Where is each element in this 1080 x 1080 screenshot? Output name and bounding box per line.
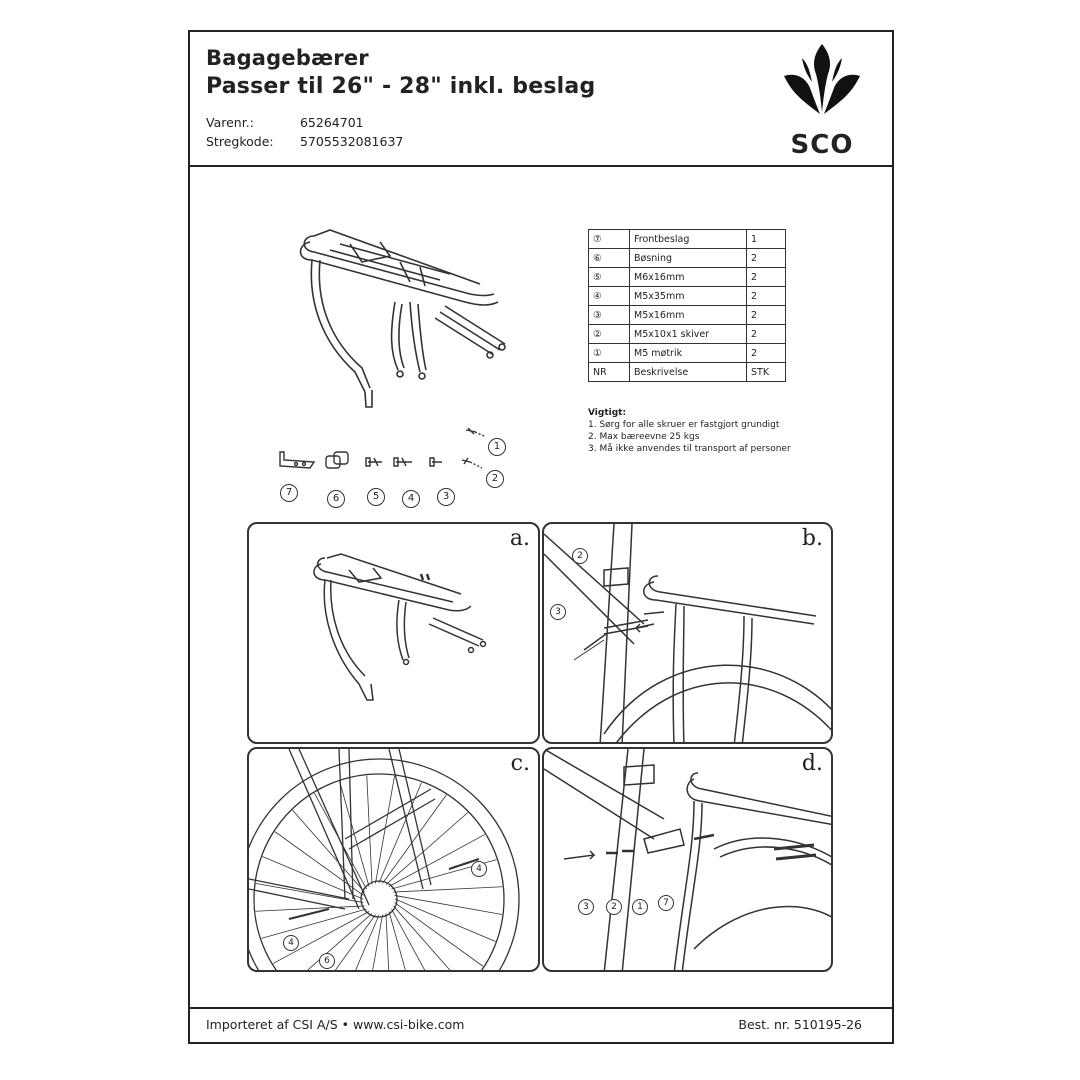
- callout-3: 3: [437, 488, 455, 506]
- step-panel-c: c. 4 4 6: [247, 747, 540, 972]
- callout-1: 1: [488, 438, 506, 456]
- bolt-m5x35-shape: [393, 457, 412, 467]
- brand-name: SCO: [790, 130, 854, 160]
- panel-c-label: c.: [510, 751, 530, 776]
- item-number-value: 65264701: [299, 115, 364, 130]
- parts-cell-desc: Bøsning: [629, 248, 747, 268]
- panel-c-callout-6: 6: [319, 953, 335, 969]
- washer-shape: [461, 457, 471, 465]
- callout-2: 2: [486, 470, 504, 488]
- callout-6: 6: [327, 490, 345, 508]
- parts-cell-qty: 2: [746, 248, 786, 268]
- importer-info: Importeret af CSI A/S • www.csi-bike.com: [206, 1017, 465, 1032]
- parts-cell-nr: ②: [588, 324, 630, 344]
- product-title: Bagagebærer: [206, 46, 369, 70]
- panel-d-callout-3: 3: [578, 899, 594, 915]
- parts-cell-nr: ④: [588, 286, 630, 306]
- header: Bagagebærer Passer til 26" - 28" inkl. b…: [190, 32, 892, 167]
- item-number-row: Varenr.: 65264701: [206, 115, 364, 130]
- sco-logo: SCO: [782, 42, 862, 160]
- panel-c-callout-4a: 4: [283, 935, 299, 951]
- parts-cell-nr: ③: [588, 305, 630, 325]
- small-parts-drawing: [279, 427, 485, 469]
- notes-heading: Vigtigt:: [588, 408, 627, 418]
- parts-cell-desc: M5x10x1 skiver: [629, 324, 747, 344]
- step-panel-a: a.: [247, 522, 540, 744]
- parts-cell-nr: ⑥: [588, 248, 630, 268]
- sco-flame-icon: [784, 44, 860, 114]
- panel-b-callout-2: 2: [572, 548, 588, 564]
- rack-overview-drawing: [299, 229, 506, 408]
- product-subtitle: Passer til 26" - 28" inkl. beslag: [206, 74, 596, 99]
- panel-c-callout-4b: 4: [471, 861, 487, 877]
- barcode-value: 5705532081637: [299, 134, 404, 149]
- panel-d-label: d.: [801, 751, 823, 776]
- panel-b-label: b.: [801, 526, 823, 551]
- rack-drawing-a: [313, 553, 487, 701]
- front-bracket-shape: [279, 451, 316, 469]
- panel-b-callout-3: 3: [550, 604, 566, 620]
- step-panel-b: b. 2 3: [542, 522, 833, 744]
- parts-cell-desc: Beskrivelse: [629, 362, 747, 382]
- seatpost-drawing-d: [544, 749, 831, 970]
- parts-cell-nr: NR: [588, 362, 630, 382]
- parts-cell-nr: ⑤: [588, 267, 630, 287]
- parts-cell-qty: 2: [746, 286, 786, 306]
- panel-d-callout-7: 7: [658, 895, 674, 911]
- parts-cell-desc: Frontbeslag: [629, 229, 747, 249]
- callout-7: 7: [280, 484, 298, 502]
- item-number-label: Varenr.:: [206, 115, 254, 130]
- parts-cell-nr: ⑦: [588, 229, 630, 249]
- parts-cell-nr: ①: [588, 343, 630, 363]
- callout-5: 5: [367, 488, 385, 506]
- panel-a-label: a.: [509, 526, 530, 551]
- frame-drawing-b: [544, 524, 831, 742]
- barcode-row: Stregkode: 5705532081637: [206, 134, 403, 149]
- panel-d-callout-1: 1: [632, 899, 648, 915]
- parts-cell-qty: 1: [746, 229, 786, 249]
- parts-cell-desc: M6x16mm: [629, 267, 747, 287]
- callout-4: 4: [402, 490, 420, 508]
- bolt-m6-shape: [365, 457, 382, 467]
- bushing-shape: [325, 455, 341, 469]
- parts-cell-qty: STK: [746, 362, 786, 382]
- step-panel-d: d. 3 2 1 7: [542, 747, 833, 972]
- panel-d-callout-2: 2: [606, 899, 622, 915]
- parts-cell-qty: 2: [746, 267, 786, 287]
- important-notes: Vigtigt: 1. Sørg for alle skruer er fast…: [588, 407, 791, 455]
- note-1: 1. Sørg for alle skruer er fastgjort gru…: [588, 420, 780, 430]
- wheel-drawing-c: [249, 749, 520, 970]
- parts-cell-desc: M5x35mm: [629, 286, 747, 306]
- parts-cell-qty: 2: [746, 343, 786, 363]
- footer: Importeret af CSI A/S • www.csi-bike.com…: [190, 1007, 892, 1042]
- order-number: Best. nr. 510195-26: [738, 1017, 862, 1032]
- note-2: 2. Max bæreevne 25 kgs: [588, 432, 700, 442]
- parts-cell-qty: 2: [746, 324, 786, 344]
- instruction-sheet: Bagagebærer Passer til 26" - 28" inkl. b…: [188, 30, 894, 1044]
- parts-cell-desc: M5 møtrik: [629, 343, 747, 363]
- parts-cell-qty: 2: [746, 305, 786, 325]
- parts-cell-desc: M5x16mm: [629, 305, 747, 325]
- nut-shape: [465, 427, 477, 435]
- barcode-label: Stregkode:: [206, 134, 274, 149]
- note-3: 3. Må ikke anvendes til transport af per…: [588, 444, 791, 454]
- bolt-m5x16-shape: [429, 457, 442, 467]
